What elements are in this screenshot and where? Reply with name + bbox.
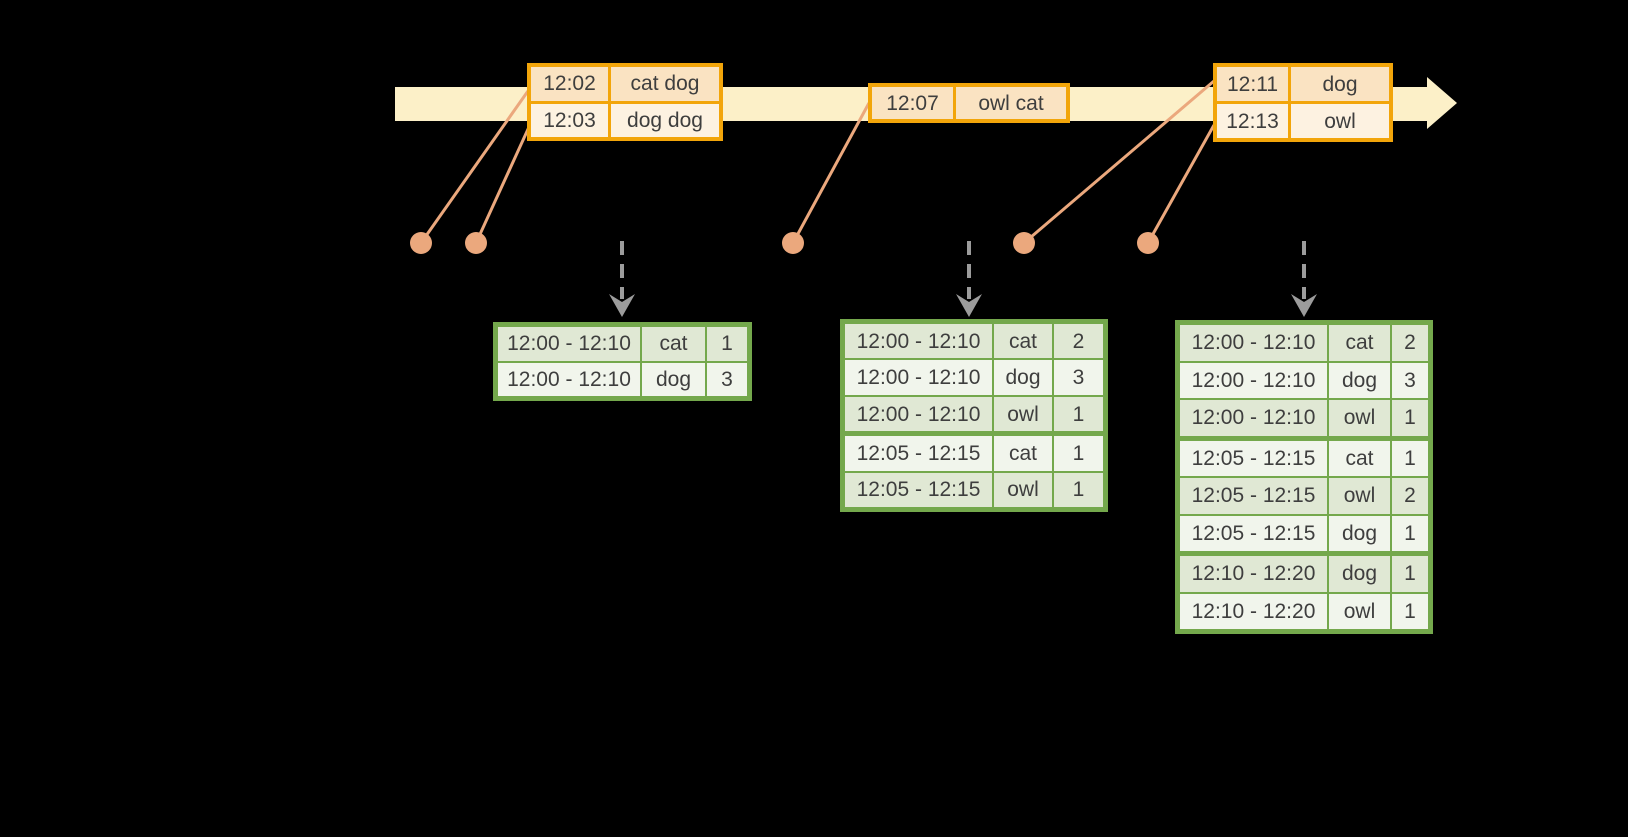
result-count-cell: 3: [707, 362, 747, 396]
result-word-cell: cat: [994, 324, 1052, 359]
event-table-3: 12:11 dog 12:13 owl: [1213, 63, 1393, 142]
event-time-cell: 12:13: [1217, 104, 1288, 138]
result-window-cell: 12:05 - 12:15: [845, 436, 992, 471]
result-window-cell: 12:00 - 12:10: [498, 362, 640, 396]
event-time-cell: 12:11: [1217, 67, 1288, 101]
result-word-cell: owl: [994, 472, 1052, 508]
result-window-cell: 12:10 - 12:20: [1180, 593, 1327, 629]
result-row: 12:00 - 12:10 owl 1: [1180, 400, 1428, 436]
result-count-cell: 2: [1054, 324, 1103, 359]
result-word-cell: owl: [1329, 400, 1390, 436]
event-words-cell: owl cat: [956, 87, 1066, 119]
result-word-cell: owl: [1329, 478, 1390, 514]
event-connector-line: [419, 90, 530, 244]
result-count-cell: 3: [1054, 360, 1103, 395]
result-count-cell: 1: [1054, 396, 1103, 432]
result-count-cell: 1: [1392, 556, 1428, 592]
result-row: 12:00 - 12:10 dog 3: [845, 360, 1103, 395]
result-row: 12:00 - 12:10 owl 1: [845, 396, 1103, 432]
result-table-3: 12:00 - 12:10 cat 2 12:00 - 12:10 dog 3 …: [1175, 320, 1433, 634]
result-count-cell: 3: [1392, 362, 1428, 398]
result-window-cell: 12:05 - 12:15: [1180, 515, 1327, 551]
result-word-cell: cat: [994, 436, 1052, 471]
event-words-cell: cat dog: [611, 67, 719, 101]
event-row: 12:03 dog dog: [531, 103, 719, 137]
event-words-cell: dog: [1291, 67, 1389, 101]
result-window-cell: 12:10 - 12:20: [1180, 556, 1327, 592]
event-table-2: 12:07 owl cat: [868, 83, 1070, 123]
result-word-cell: owl: [1329, 593, 1390, 629]
event-row: 12:02 cat dog: [531, 67, 719, 101]
result-count-cell: 1: [1054, 472, 1103, 508]
result-row: 12:05 - 12:15 owl 1: [845, 472, 1103, 508]
event-connector-line: [1023, 79, 1215, 245]
result-row: 12:00 - 12:10 dog 3: [498, 362, 747, 396]
event-time-cell: 12:07: [872, 87, 953, 119]
event-marker-dot: [1137, 232, 1159, 254]
event-connector-line: [1146, 124, 1216, 244]
result-window-cell: 12:05 - 12:15: [1180, 440, 1327, 476]
result-count-cell: 2: [1392, 325, 1428, 361]
event-marker-dot: [782, 232, 804, 254]
event-row: 12:07 owl cat: [872, 87, 1066, 119]
event-row: 12:13 owl: [1217, 104, 1389, 138]
result-row: 12:05 - 12:15 cat 1: [1180, 440, 1428, 476]
result-word-cell: owl: [994, 396, 1052, 432]
event-row: 12:11 dog: [1217, 67, 1389, 101]
result-table-1: 12:00 - 12:10 cat 1 12:00 - 12:10 dog 3: [493, 322, 752, 401]
event-words-cell: owl: [1291, 104, 1389, 138]
event-marker-dot: [410, 232, 432, 254]
result-window-cell: 12:05 - 12:15: [845, 472, 992, 508]
event-words-cell: dog dog: [611, 103, 719, 137]
result-row: 12:05 - 12:15 owl 2: [1180, 478, 1428, 514]
trigger-arrowhead-icon: [609, 294, 635, 317]
result-word-cell: cat: [1329, 440, 1390, 476]
result-count-cell: 1: [1392, 400, 1428, 436]
result-table-2: 12:00 - 12:10 cat 2 12:00 - 12:10 dog 3 …: [840, 319, 1108, 512]
result-row: 12:05 - 12:15 cat 1: [845, 436, 1103, 471]
result-count-cell: 1: [1392, 440, 1428, 476]
result-window-cell: 12:00 - 12:10: [498, 327, 640, 361]
result-window-cell: 12:05 - 12:15: [1180, 478, 1327, 514]
trigger-arrowhead-icon: [956, 294, 982, 317]
result-window-cell: 12:00 - 12:10: [1180, 362, 1327, 398]
event-time-cell: 12:03: [531, 103, 608, 137]
result-window-cell: 12:00 - 12:10: [845, 396, 992, 432]
event-marker-dot: [465, 232, 487, 254]
result-row: 12:00 - 12:10 cat 2: [1180, 325, 1428, 361]
result-window-cell: 12:00 - 12:10: [845, 324, 992, 359]
result-row: 12:10 - 12:20 dog 1: [1180, 556, 1428, 592]
result-word-cell: cat: [1329, 325, 1390, 361]
result-count-cell: 1: [1392, 515, 1428, 551]
event-table-1: 12:02 cat dog 12:03 dog dog: [527, 63, 723, 141]
result-count-cell: 1: [1392, 593, 1428, 629]
result-count-cell: 1: [707, 327, 747, 361]
event-marker-dot: [1013, 232, 1035, 254]
event-connector-line: [791, 102, 871, 244]
result-word-cell: dog: [1329, 556, 1390, 592]
result-window-cell: 12:00 - 12:10: [845, 360, 992, 395]
event-time-cell: 12:02: [531, 67, 608, 101]
event-connector-line: [474, 126, 531, 244]
result-row: 12:00 - 12:10 dog 3: [1180, 362, 1428, 398]
result-word-cell: dog: [994, 360, 1052, 395]
result-window-cell: 12:00 - 12:10: [1180, 325, 1327, 361]
result-count-cell: 1: [1054, 436, 1103, 471]
trigger-arrowhead-icon: [1291, 294, 1317, 317]
result-row: 12:00 - 12:10 cat 2: [845, 324, 1103, 359]
result-word-cell: dog: [1329, 515, 1390, 551]
result-word-cell: dog: [642, 362, 705, 396]
result-row: 12:00 - 12:10 cat 1: [498, 327, 747, 361]
result-window-cell: 12:00 - 12:10: [1180, 400, 1327, 436]
result-row: 12:10 - 12:20 owl 1: [1180, 593, 1428, 629]
timeline-arrowhead-icon: [1427, 77, 1457, 129]
result-row: 12:05 - 12:15 dog 1: [1180, 515, 1428, 551]
result-word-cell: cat: [642, 327, 705, 361]
result-count-cell: 2: [1392, 478, 1428, 514]
result-word-cell: dog: [1329, 362, 1390, 398]
